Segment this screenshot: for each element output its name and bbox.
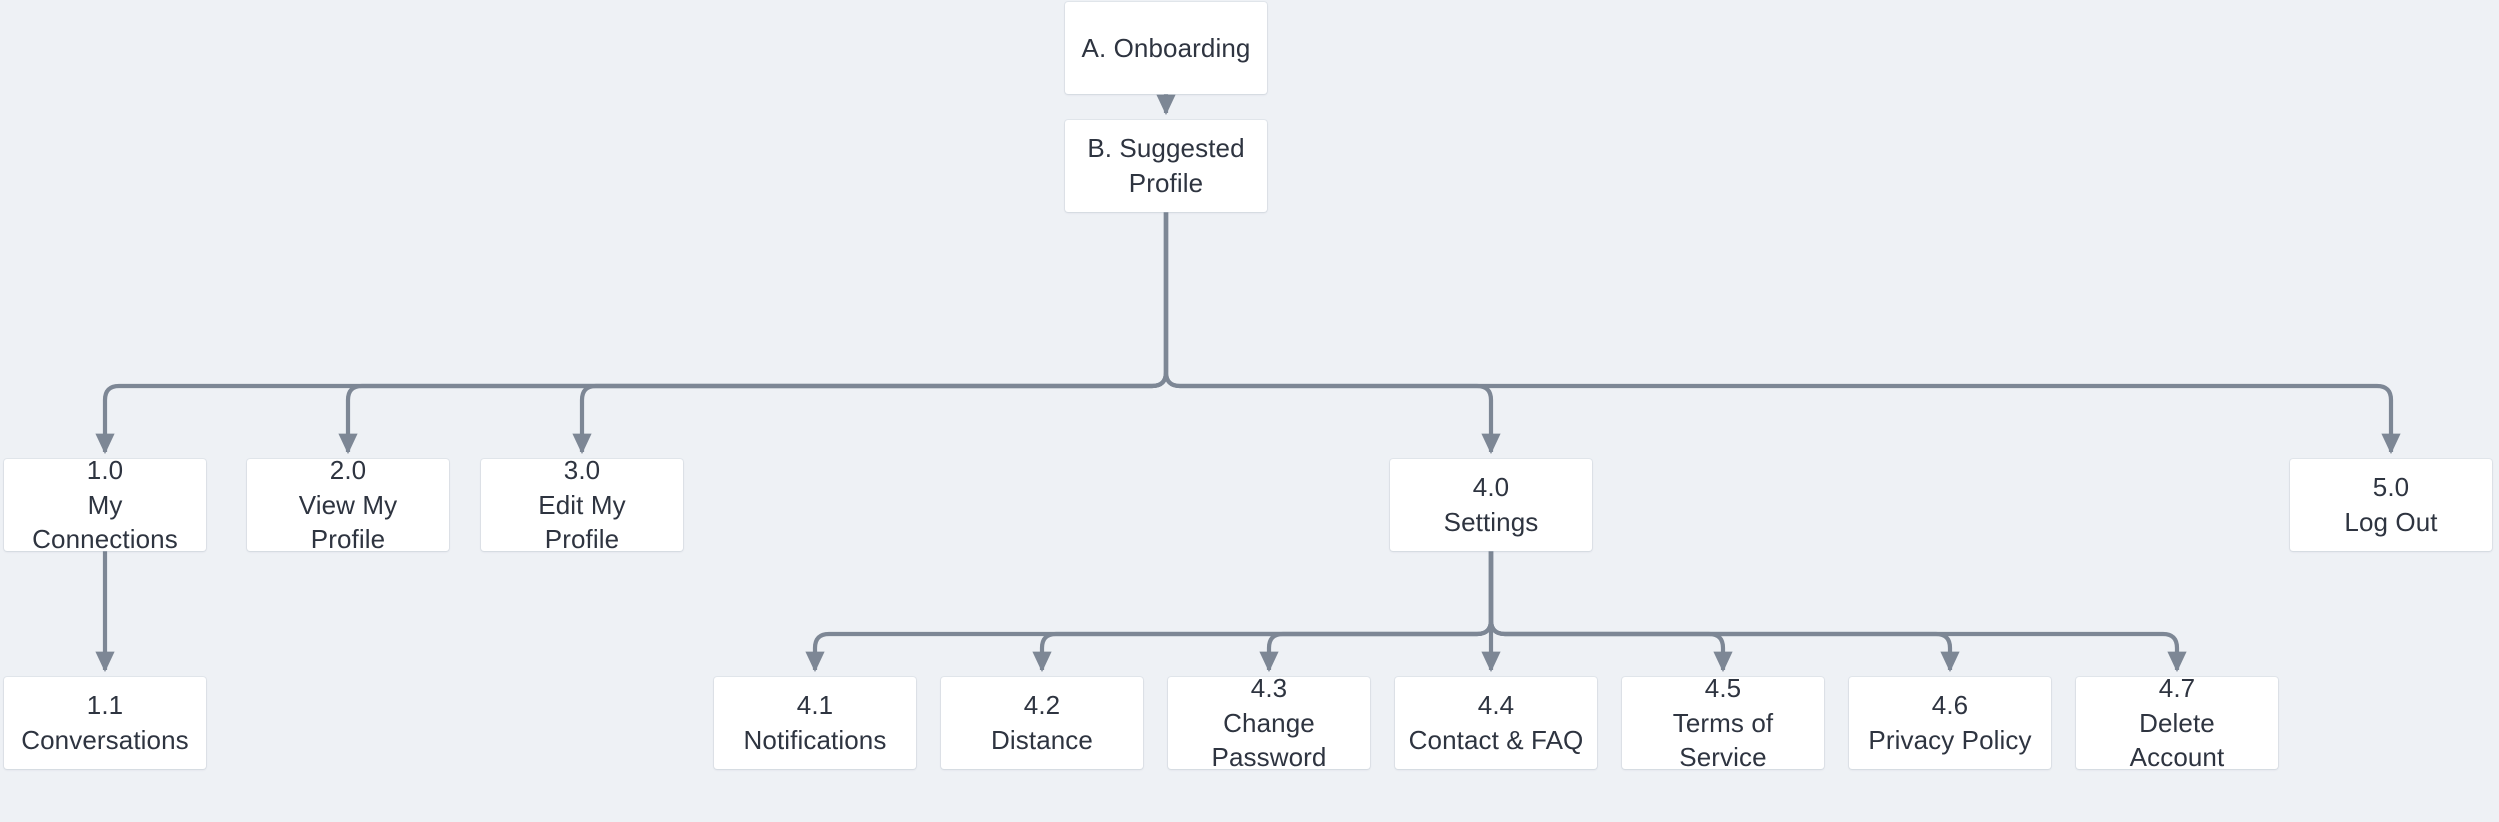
node-label-line: 4.7 [2158, 673, 2196, 704]
node-a-onboarding[interactable]: A. Onboarding [1065, 2, 1267, 94]
connector-b-to-1-0 [95, 212, 1169, 455]
connector-b-to-4-0 [1163, 212, 1501, 455]
node-label-line: 1.0 [86, 455, 124, 486]
node-label-line: Privacy Policy [1868, 725, 2032, 755]
node-label-line: Terms of [1672, 707, 1774, 738]
node-label-line: Password [1211, 742, 1327, 773]
node-label-line: Profile [1128, 168, 1204, 198]
node-label-line: 2.0 [329, 455, 367, 486]
node-label-line: Distance [991, 725, 1093, 755]
connector-b-to-5-0 [1163, 212, 2401, 455]
node-label-line: 4.3 [1250, 673, 1288, 704]
node-label-line: My [87, 489, 123, 520]
node-label-line: Notifications [743, 725, 887, 755]
node-label-line: Settings [1443, 507, 1539, 537]
connector-b-to-2-0 [338, 212, 1169, 455]
node-label-line: 3.0 [563, 455, 601, 486]
node-label-line: 4.0 [1472, 472, 1510, 503]
node-label-line: Edit My [538, 489, 626, 520]
node-label-line: 4.6 [1931, 690, 1969, 721]
node-label-line: Conversations [21, 725, 189, 755]
node-label-line: Profile [310, 524, 386, 555]
node-label-line: Service [1679, 742, 1767, 773]
connector-4-0-to-4-7 [1488, 551, 2187, 673]
node-label-line: Change [1223, 707, 1315, 738]
node-label-line: View My [298, 489, 398, 520]
node-label-line: 1.1 [86, 690, 124, 721]
connector-4-0-to-4-6 [1488, 551, 1960, 673]
node-label-line: Profile [544, 524, 620, 555]
node-label-line: Contact & FAQ [1408, 725, 1584, 755]
node-label-line: 4.1 [796, 690, 834, 721]
connector-4-0-to-4-2 [1032, 551, 1494, 673]
node-label-line: Account [2129, 742, 2225, 773]
node-label-line: Log Out [2344, 507, 2438, 537]
node-label-line: A. Onboarding [1081, 32, 1251, 63]
connector-4-0-to-4-5 [1488, 551, 1733, 673]
connector-4-0-to-4-1 [805, 551, 1494, 673]
node-label-line: 4.2 [1023, 690, 1061, 721]
node-label-line: Delete [2139, 707, 2215, 738]
node-label-line: B. Suggested [1087, 133, 1245, 164]
connector-4-0-to-4-3 [1259, 551, 1494, 673]
node-label-line: 5.0 [2372, 472, 2410, 503]
node-label-line: Connections [32, 524, 178, 555]
connector-b-to-3-0 [572, 212, 1169, 455]
node-label-line: 4.4 [1477, 690, 1515, 721]
node-label-line: 4.5 [1704, 673, 1742, 704]
